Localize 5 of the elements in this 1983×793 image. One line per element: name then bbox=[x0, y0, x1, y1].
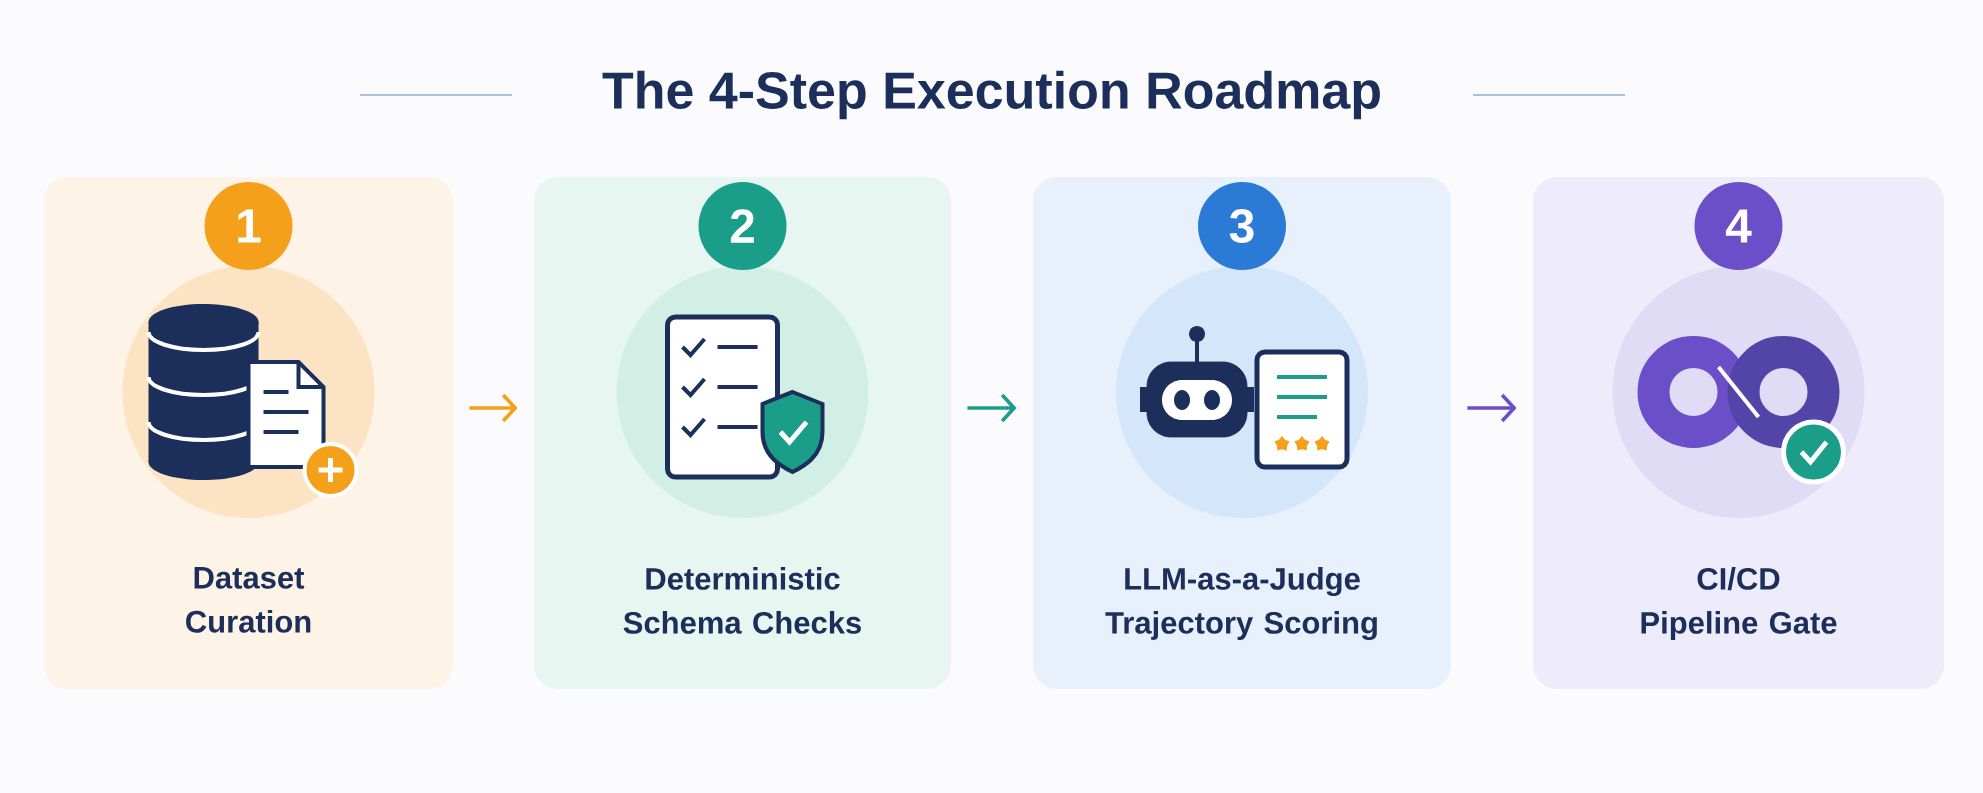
title: The 4-Step Execution Roadmap bbox=[602, 70, 1380, 120]
step-number: 2 bbox=[698, 182, 787, 270]
step-number: 4 bbox=[1694, 182, 1783, 270]
step-number: 1 bbox=[204, 182, 293, 270]
step-number: 3 bbox=[1198, 182, 1286, 270]
